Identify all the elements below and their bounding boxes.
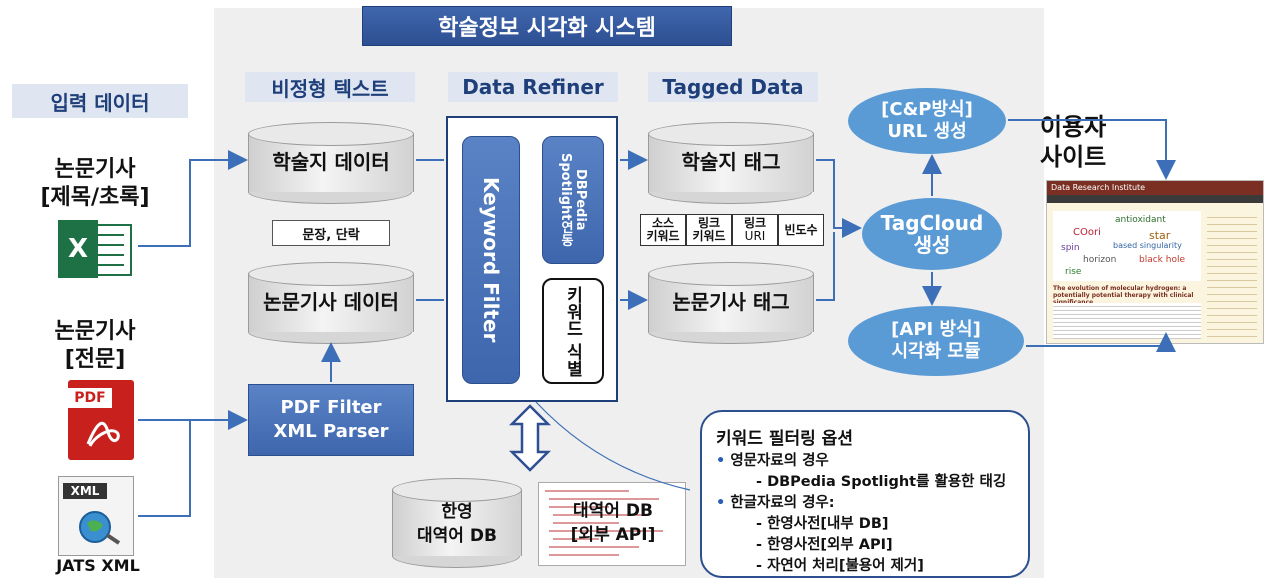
- unstructured-text-header: 비정형 텍스트: [245, 72, 415, 102]
- excel-icon-letter: X: [58, 220, 98, 278]
- article-database: 논문기사 데이터: [248, 262, 414, 344]
- xml-parser-label: XML Parser: [273, 421, 389, 442]
- article-tag-database: 논문기사 태그: [648, 262, 814, 344]
- pdf-icon: PDF: [68, 380, 134, 460]
- site-mock-header: Data Research Institute: [1047, 181, 1263, 195]
- option-line: • 한글자료의 경우:: [716, 495, 835, 511]
- keyword-filter-box: Keyword Filter: [462, 136, 520, 384]
- input-data-header: 입력 데이터: [12, 84, 188, 118]
- option-line: - DBPedia Spotlight를 활용한 태깅: [756, 474, 1007, 490]
- pdf-acrobat-swirl-icon: [86, 421, 120, 447]
- tagged-data-header: Tagged Data: [648, 72, 818, 102]
- option-line: - 한영사전[내부 DB]: [756, 516, 889, 532]
- fulltext-input-label-line1: 논문기사: [54, 319, 136, 344]
- journal-tag-database: 학술지 태그: [648, 122, 814, 204]
- excel-icon: X: [58, 220, 134, 278]
- journal-database: 학술지 데이터: [248, 122, 414, 204]
- url-generation-oval: [C&P방식]URL 생성: [848, 88, 1006, 154]
- user-site-screenshot: Data Research Institute antioxidant COor…: [1046, 180, 1264, 344]
- options-title: 키워드 필터링 옵션: [716, 429, 853, 449]
- keyword-filtering-options-box: 키워드 필터링 옵션 • 영문자료의 경우 - DBPedia Spotligh…: [700, 410, 1030, 578]
- arrow-xml-to-filter: [138, 420, 191, 517]
- option-line: - 자연어 처리[불용어 제거]: [756, 558, 924, 574]
- globe-icon: [79, 511, 121, 545]
- fulltext-input-label: 논문기사 [전문]: [20, 318, 170, 374]
- code-snippet-image: [545, 490, 663, 556]
- article-database-label: 논문기사 데이터: [263, 290, 399, 314]
- bidirectional-arrow-icon: [508, 404, 552, 472]
- tag-field-frequency: 빈도수: [778, 214, 824, 246]
- article-tag-label: 논문기사 태그: [672, 290, 790, 314]
- site-mock-caption: The evolution of molecular hydrogen: a p…: [1053, 285, 1194, 306]
- sentence-paragraph-box: 문장, 단락: [272, 220, 390, 246]
- keyword-identification-box: 키워드 식별: [542, 278, 604, 384]
- pdf-filter-label: PDF Filter: [280, 397, 382, 418]
- option-line: • 영문자료의 경우: [716, 453, 829, 469]
- option-line: - 한영사전[외부 API]: [756, 537, 893, 553]
- jats-xml-label: JATS XML: [56, 556, 140, 575]
- pdf-filter-xml-parser-box: PDF Filter XML Parser: [248, 384, 414, 456]
- pdf-icon-label: PDF: [68, 388, 112, 408]
- fulltext-input-label-line2: [전문]: [64, 347, 126, 372]
- dbpedia-spotlight-label: DBPedia Spotlight연동: [558, 153, 588, 247]
- journal-input-label-line2: [제목/초록]: [40, 185, 150, 210]
- data-refiner-header: Data Refiner: [448, 72, 618, 102]
- keyword-identification-label: 키워드 식별: [562, 285, 583, 377]
- api-visualization-oval: [API 방식]시각화 모듈: [848, 306, 1024, 376]
- diagram-title: 학술정보 시각화 시스템: [362, 6, 732, 46]
- journal-tag-label: 학술지 태그: [681, 150, 781, 174]
- xml-file-icon: XML: [58, 476, 134, 556]
- external-api-database-box: 대역어 DB[외부 API]: [538, 482, 686, 566]
- journal-database-label: 학술지 데이터: [272, 150, 390, 174]
- dbpedia-spotlight-box: DBPedia Spotlight연동: [542, 136, 604, 264]
- keyword-filter-label: Keyword Filter: [479, 177, 503, 343]
- site-mock-tagcloud: antioxidant COori star based singularity…: [1053, 211, 1201, 281]
- journal-input-label-line1: 논문기사: [54, 157, 136, 182]
- external-api-label: 대역어 DB[외부 API]: [570, 501, 656, 545]
- journal-input-label: 논문기사 [제목/초록]: [20, 156, 170, 212]
- xml-icon-label: XML: [63, 483, 107, 499]
